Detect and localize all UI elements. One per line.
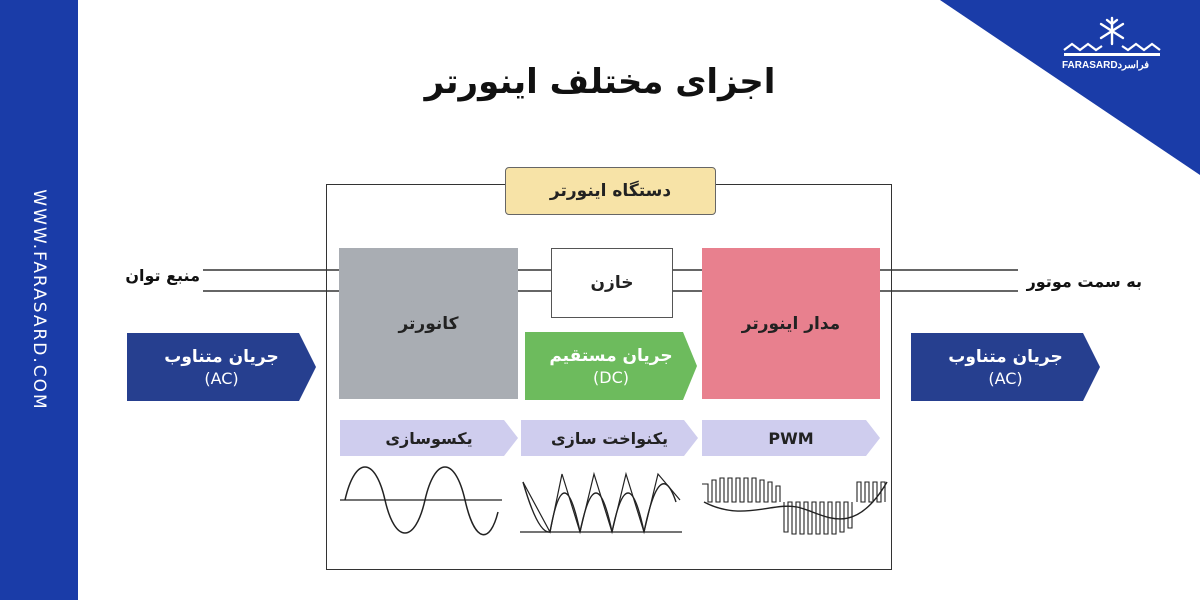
ac-input-code: (AC) (204, 368, 239, 388)
inverter-circuit-block: مدار اینورتر (702, 248, 880, 399)
dc-code: (DC) (593, 367, 629, 387)
sine-wave-icon (340, 466, 502, 536)
to-motor-label: به سمت موتور (1026, 272, 1142, 291)
device-label: دستگاه اینورتر (505, 167, 716, 215)
capacitor-block: خازن (551, 248, 673, 318)
snowflake-logo-icon (1063, 16, 1161, 56)
ac-input-arrow: جریان متناوب (AC) (127, 333, 316, 401)
power-source-label: منبع توان (125, 266, 200, 285)
page-title: اجزای مختلف اینورتر (424, 62, 776, 102)
stage-rectification: یکسوسازی (340, 420, 518, 456)
rectified-wave-icon (520, 471, 682, 535)
converter-block: کانورتر (339, 248, 518, 399)
dc-arrow: جریان مستقیم (DC) (525, 332, 697, 400)
stage-smoothing: یکنواخت سازی (521, 420, 698, 456)
ac-output-name: جریان متناوب (948, 346, 1063, 367)
logo-text: FARASARDفراسرد (1062, 60, 1149, 71)
ac-output-arrow: جریان متناوب (AC) (911, 333, 1100, 401)
dc-name: جریان مستقیم (549, 345, 673, 366)
brand-strip (0, 0, 78, 600)
ac-input-name: جریان متناوب (164, 346, 279, 367)
stage-pwm: PWM (702, 420, 880, 456)
stage-pwm-label: PWM (768, 428, 814, 448)
ac-output-code: (AC) (988, 368, 1023, 388)
pwm-wave-icon (702, 477, 888, 535)
stage-smoothing-label: یکنواخت سازی (551, 428, 669, 448)
stage-rectification-label: یکسوسازی (385, 428, 473, 448)
